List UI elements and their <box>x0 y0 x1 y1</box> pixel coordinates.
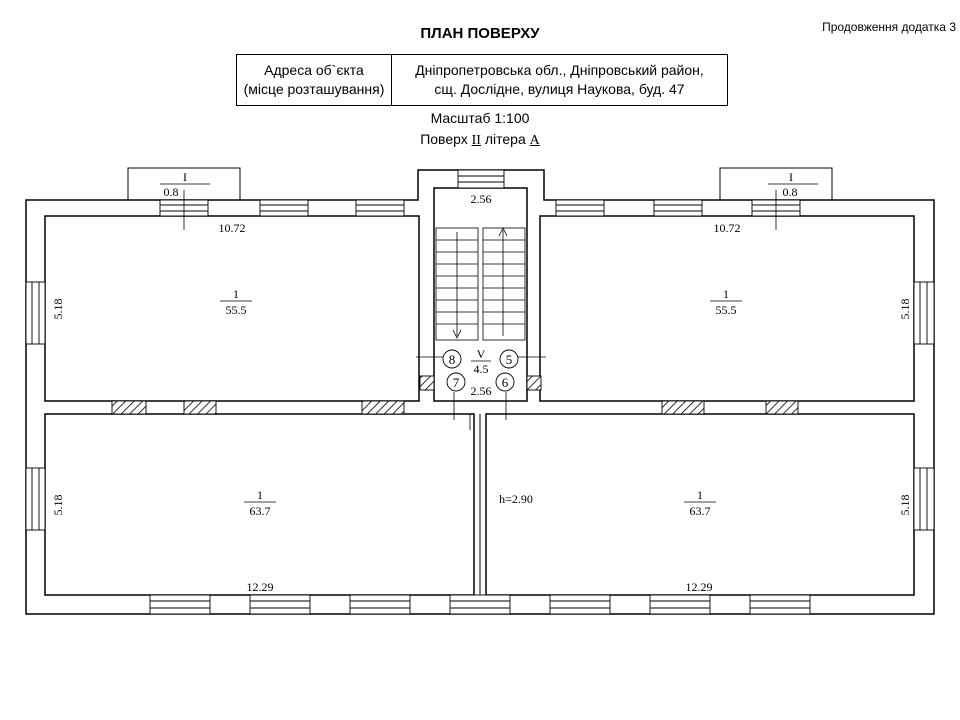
room-top-right-num: 1 <box>723 287 729 301</box>
dim-side-top-right: 5.18 <box>898 299 912 320</box>
porch-right-area: 0.8 <box>783 185 798 199</box>
dim-top-right: 10.72 <box>714 221 741 235</box>
room-bottom-right-area: 63.7 <box>690 504 711 518</box>
dim-stair-top: 2.56 <box>471 192 492 206</box>
dim-top-left: 10.72 <box>219 221 246 235</box>
axis-label-7: 7 <box>453 375 460 390</box>
dim-bottom-left: 12.29 <box>247 580 274 594</box>
floor-prefix: Поверх <box>420 131 468 147</box>
stair-num: V <box>477 347 486 361</box>
axis-label-5: 5 <box>506 352 513 367</box>
hatched-wall-segments <box>111 375 799 415</box>
address-label-cell: Адреса об`єкта (місце розташування) <box>237 55 392 105</box>
top-windows <box>159 169 801 217</box>
dim-stair-bottom: 2.56 <box>471 384 492 398</box>
address-value-cell: Дніпропетровська обл., Дніпровський райо… <box>392 55 727 105</box>
side-windows <box>25 281 935 531</box>
axis-label-6: 6 <box>502 375 509 390</box>
axis-label-8: 8 <box>449 352 456 367</box>
porch-left <box>127 167 241 200</box>
dim-side-bottom-left: 5.18 <box>51 495 65 516</box>
address-value-line2: сщ. Дослідне, вулиця Наукова, буд. 47 <box>434 81 685 97</box>
address-label-line1: Адреса об`єкта <box>264 62 364 78</box>
porch-right <box>719 167 833 200</box>
ceiling-height: h=2.90 <box>499 492 533 506</box>
appendix-note: Продовження додатка 3 <box>822 20 956 34</box>
stair-flights <box>435 227 526 341</box>
porch-left-area: 0.8 <box>164 185 179 199</box>
axis-circles <box>442 349 519 392</box>
porch-right-num: I <box>789 170 793 184</box>
room-bottom-left-area: 63.7 <box>250 504 271 518</box>
address-value-line1: Дніпропетровська обл., Дніпровський райо… <box>415 62 704 78</box>
address-label-line2: (місце розташування) <box>243 81 385 97</box>
floor-letter: А <box>529 133 540 148</box>
porch-left-num: I <box>183 170 187 184</box>
axis-ticks <box>183 190 777 430</box>
room-top-right-area: 55.5 <box>716 303 737 317</box>
dim-side-bottom-right: 5.18 <box>898 495 912 516</box>
bottom-windows <box>149 594 811 615</box>
dim-bottom-right: 12.29 <box>686 580 713 594</box>
floor-middle: літера <box>484 131 526 147</box>
stair-area: 4.5 <box>474 362 489 376</box>
room-bottom-right-num: 1 <box>697 488 703 502</box>
fraction-bars <box>160 183 818 503</box>
room-top-left-area: 55.5 <box>226 303 247 317</box>
floor-line: Поверх II літера А <box>330 131 630 149</box>
exterior-wall-outer <box>25 169 935 615</box>
dim-side-top-left: 5.18 <box>51 299 65 320</box>
page-title: ПЛАН ПОВЕРХУ <box>420 25 540 42</box>
address-table: Адреса об`єкта (місце розташування) Дніп… <box>236 54 728 106</box>
floor-number: II <box>471 133 481 148</box>
room-bottom-left-num: 1 <box>257 488 263 502</box>
room-top-left-num: 1 <box>233 287 239 301</box>
scale-label: Масштаб 1:100 <box>430 110 530 126</box>
